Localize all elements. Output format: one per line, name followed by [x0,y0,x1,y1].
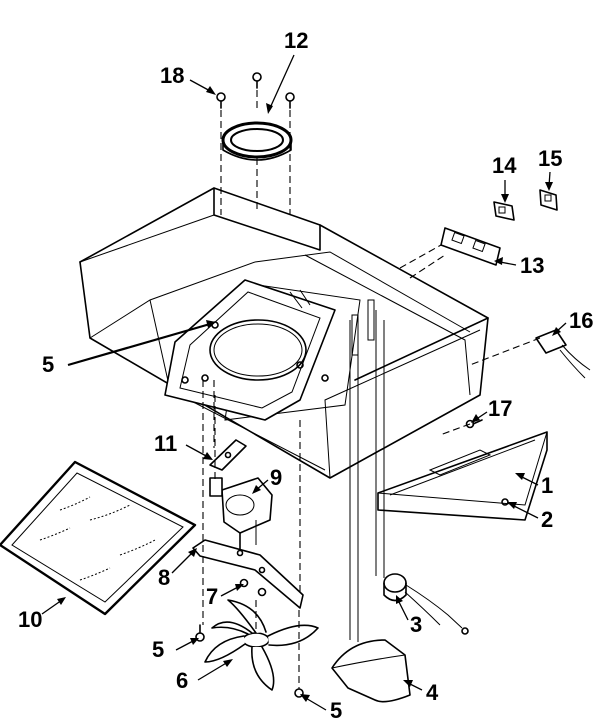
callout-6: 6 [176,668,188,693]
part-motor-bracket-clip [209,380,247,471]
callout-3: 3 [410,612,422,637]
part-duct-collar [221,121,293,210]
callout-5-top: 5 [42,352,54,377]
callout-5-left: 5 [152,637,164,662]
leader-lines [41,54,567,711]
part-wire-channel [331,320,411,703]
callout-1: 1 [541,473,553,498]
part-grease-filter [0,460,197,616]
part-terminal-block [535,329,591,379]
part-switch-fan [493,201,515,221]
callout-15: 15 [538,146,562,171]
screw-icon [216,92,226,109]
callout-5-bottom: 5 [330,698,342,723]
screw-icon [285,92,295,109]
part-fan-blade [204,599,319,691]
callout-7: 7 [206,584,218,609]
assembly-lines [202,337,541,625]
part-hood-body [79,187,489,479]
callout-13: 13 [520,253,544,278]
callout-9: 9 [270,465,282,490]
part-motor [209,477,273,561]
callout-11: 11 [154,431,177,456]
callout-4: 4 [426,680,439,705]
part-motor-mount [192,420,304,609]
callout-8: 8 [158,565,170,590]
callout-12: 12 [284,28,308,53]
part-lamp-socket [375,310,469,635]
part-switch-plate [399,227,501,279]
callout-14: 14 [492,153,517,178]
part-nuts [239,578,267,597]
callout-2: 2 [541,507,553,532]
part-light-lens-panel [377,431,548,521]
screw-icon [252,72,262,89]
part-screws-top [216,72,295,215]
callout-18: 18 [160,63,184,88]
callout-16: 16 [569,308,593,333]
part-switch-light [539,189,558,211]
part-screw-lower-bottom [294,610,304,698]
callout-10: 10 [18,607,42,632]
callout-17: 17 [488,396,512,421]
callout-labels: 18 12 14 15 13 16 5 17 11 9 1 2 8 7 10 3… [18,28,593,723]
